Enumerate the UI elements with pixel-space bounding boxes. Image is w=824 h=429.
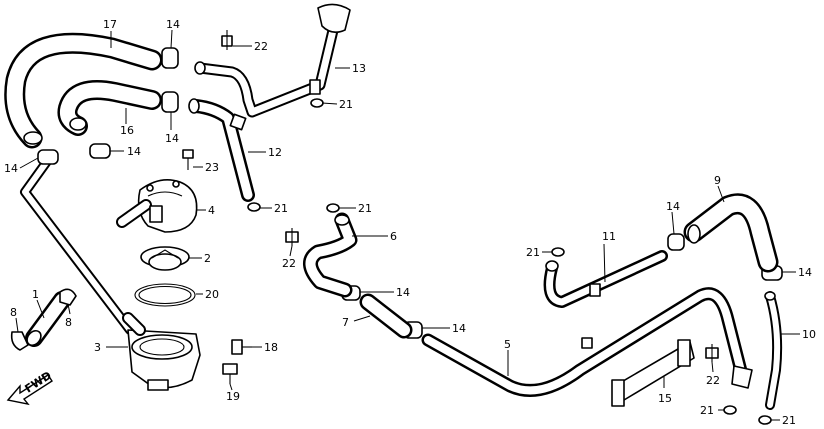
callout-1: 1 [32,288,39,301]
callout-22-a: 22 [254,40,268,53]
callout-22-b: 22 [282,257,296,270]
callout-21-d: 21 [526,246,540,259]
callout-14-e: 14 [396,286,410,299]
clamp-14-c [37,149,59,165]
clamp-8-right [59,288,77,306]
pipe-11 [543,250,668,308]
callout-21-b: 21 [274,202,288,215]
callout-23: 23 [205,161,219,174]
thermostat-cover-4 [116,179,198,233]
o-ring-21-a [310,98,324,108]
callout-8-b: 8 [65,316,72,329]
callout-13: 13 [352,62,366,75]
left-pipe [20,155,135,335]
callout-16: 16 [120,124,134,137]
callout-21-f: 21 [782,414,796,427]
clamp-14-g [667,233,685,251]
hose-7 [359,293,413,339]
pipe-10 [764,291,783,410]
hose-9 [683,193,779,273]
callout-20: 20 [205,288,219,301]
callout-5: 5 [504,338,511,351]
bolt-22-right [705,344,719,362]
o-ring-21-d [551,247,565,257]
callout-6: 6 [390,230,397,243]
clamp-8-left [10,331,29,351]
o-ring-21-b [247,202,261,212]
callouts: 17 14 22 13 21 16 14 12 14 14 23 4 21 21… [4,18,816,427]
o-ring-21-c [326,203,340,213]
o-ring-21-e [723,405,737,415]
pipe-13 [194,3,351,118]
callout-8-a: 8 [10,306,17,319]
bolt-19 [222,363,238,384]
callout-4: 4 [208,204,215,217]
clamp-14-b [161,91,179,113]
callout-9: 9 [714,174,721,187]
bolt-23 [182,149,194,170]
short-hose-1 [25,291,71,347]
bracket-15 [611,339,695,407]
bolt-18 [231,339,252,355]
callout-21-a: 21 [339,98,353,111]
hose-6 [303,212,358,298]
callout-22-c: 22 [706,374,720,387]
pipe-5 [421,287,753,397]
callout-14-c: 14 [4,162,18,175]
clamp-14-a [161,47,179,69]
callout-10: 10 [802,328,816,341]
hose-16 [57,80,162,136]
bolt-22-mid [285,228,299,246]
o-ring-21-f [758,415,772,425]
callout-17: 17 [103,18,117,31]
thermostat-2 [140,246,190,271]
callout-3: 3 [94,341,101,354]
callout-14-f: 14 [452,322,466,335]
callout-12: 12 [268,146,282,159]
callout-14-d: 14 [127,145,141,158]
callout-2: 2 [204,252,211,265]
hose-17 [4,32,163,149]
leader-lines [15,29,800,421]
bolt-22-top [221,30,233,50]
callout-14-h: 14 [798,266,812,279]
callout-14-g: 14 [666,200,680,213]
callout-21-e: 21 [700,404,714,417]
callout-7: 7 [342,316,349,329]
callout-15: 15 [658,392,672,405]
o-ring-20 [134,283,196,307]
callout-14-a: 14 [166,18,180,31]
callout-14-b: 14 [165,132,179,145]
fwd-arrow: FWD [6,369,54,406]
callout-21-c: 21 [358,202,372,215]
thermostat-housing-3 [122,312,201,391]
callout-11: 11 [602,230,616,243]
clamp-14-d [89,143,111,159]
callout-19: 19 [226,390,240,403]
pipe-12 [188,98,255,202]
callout-18: 18 [264,341,278,354]
fwd-label: FWD [23,369,54,396]
